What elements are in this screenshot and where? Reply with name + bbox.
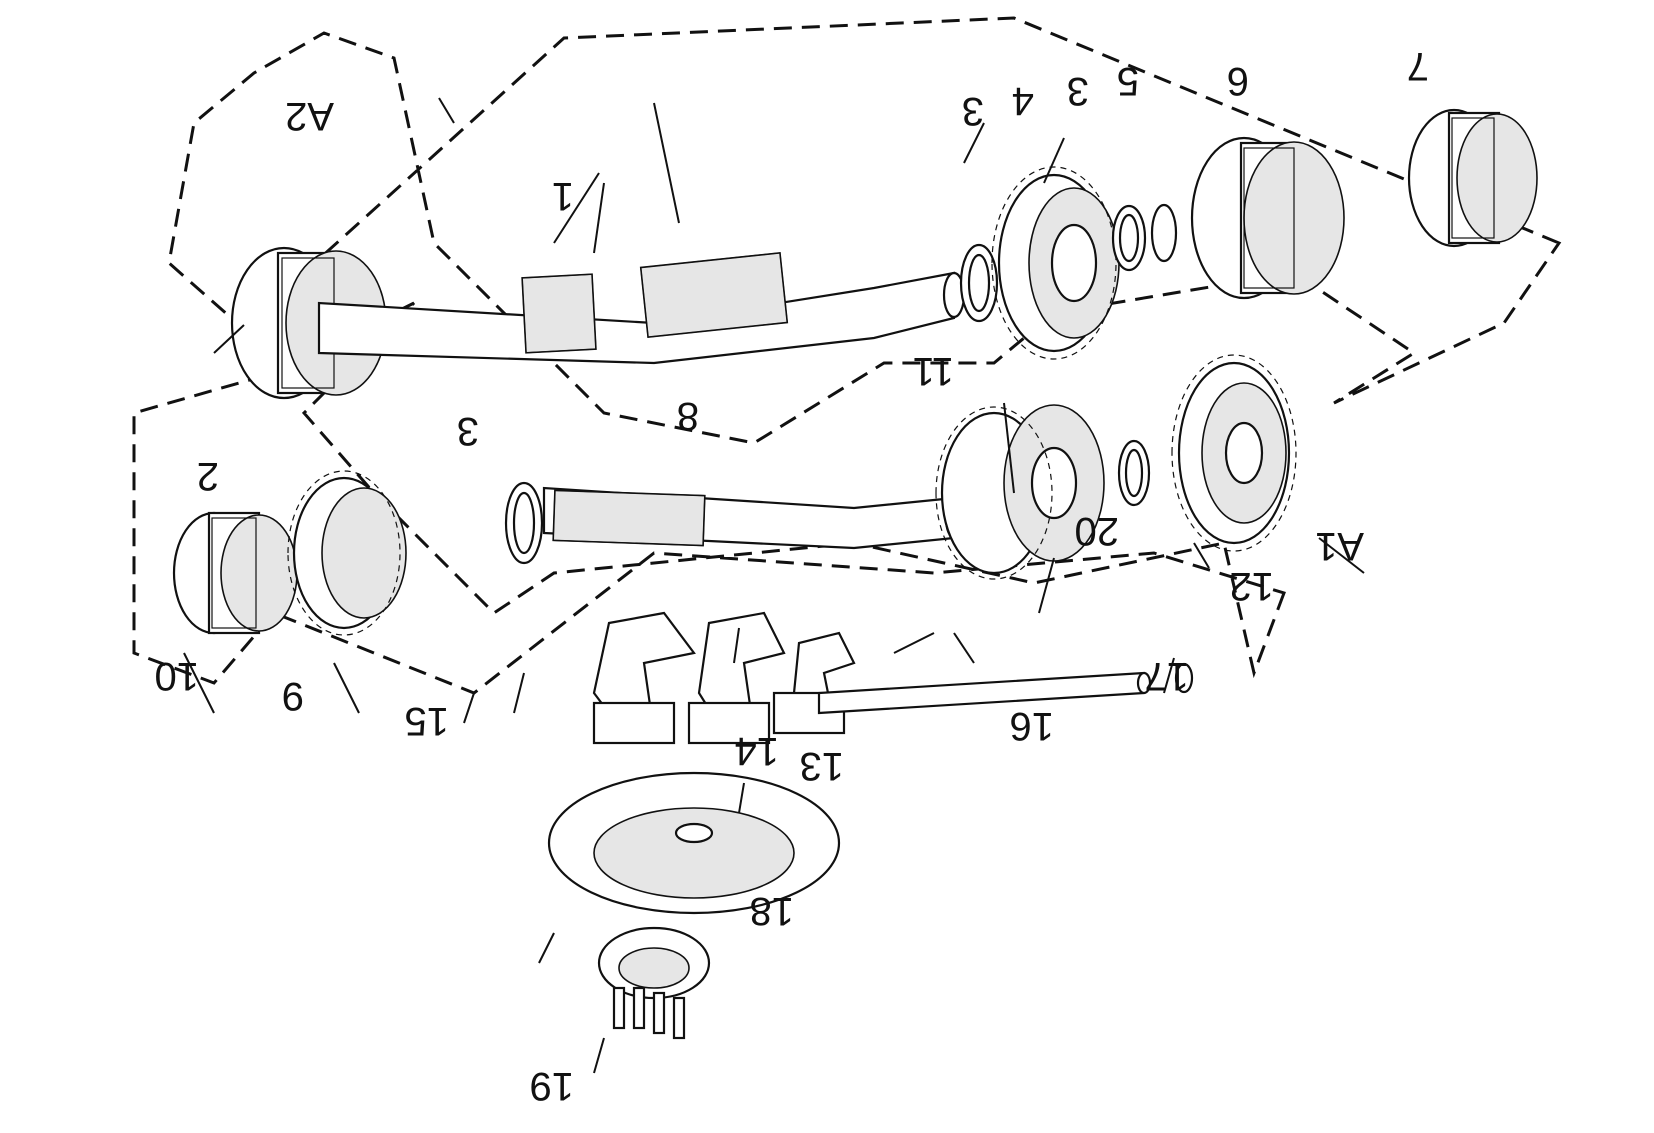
part-7-gear xyxy=(1407,108,1538,248)
part-18-shift-drum-plate xyxy=(547,771,841,1000)
callout-13: 13 xyxy=(800,744,845,788)
part-20-washer xyxy=(1117,439,1151,507)
callout-6: 6 xyxy=(1227,59,1249,103)
part-17-circlip xyxy=(1174,662,1194,694)
callout-8: 8 xyxy=(677,394,699,438)
callout-3-lower: 3 xyxy=(457,409,479,453)
part-16-shift-rod xyxy=(817,671,1152,715)
callout-18: 18 xyxy=(750,889,795,933)
part-10-gear xyxy=(172,511,298,635)
part-4-gear xyxy=(991,166,1120,360)
part-11-gear-cluster xyxy=(935,404,1105,580)
callout-5: 5 xyxy=(1117,59,1139,103)
callout-16: 16 xyxy=(1010,704,1055,748)
part-15-shift-fork xyxy=(592,611,696,745)
callout-19: 19 xyxy=(530,1064,575,1108)
callout-20: 20 xyxy=(1075,509,1120,553)
callout-9: 9 xyxy=(282,674,304,718)
callout-15: 15 xyxy=(405,699,450,743)
assembly-label-a2: A2 xyxy=(285,94,334,138)
part-2-gear xyxy=(230,246,387,400)
assembly-a1-boundary xyxy=(132,301,1286,695)
callout-7: 7 xyxy=(1407,44,1429,88)
part-3-ring-lower xyxy=(504,481,544,565)
part-14-shift-fork xyxy=(687,611,786,745)
callout-3-right: 3 xyxy=(1067,69,1089,113)
part-6-gear xyxy=(1190,136,1345,300)
callout-14: 14 xyxy=(735,729,780,773)
assembly-a2-boundary xyxy=(167,16,1562,445)
callout-1: 1 xyxy=(552,174,574,218)
callout-4: 4 xyxy=(1012,79,1034,123)
leader-lines xyxy=(183,97,1365,1074)
part-19-screws xyxy=(612,986,686,1040)
part-3-ring-upper xyxy=(959,243,999,323)
callout-17: 17 xyxy=(1145,654,1190,698)
part-8-countershaft xyxy=(542,486,964,550)
callout-11: 11 xyxy=(912,349,954,393)
callout-10: 10 xyxy=(155,654,200,698)
callout-12: 12 xyxy=(1230,564,1275,608)
part-12-gear xyxy=(1171,354,1297,552)
part-13-shift-fork xyxy=(772,631,856,735)
part-5-circlip xyxy=(1150,203,1178,263)
part-9-gear xyxy=(287,470,407,636)
callout-2: 2 xyxy=(197,454,219,498)
part-1-mainshaft xyxy=(317,251,966,365)
callout-3-upper: 3 xyxy=(962,89,984,133)
assembly-label-a1: A1 xyxy=(1315,524,1364,568)
part-3-ring-right xyxy=(1111,204,1147,272)
